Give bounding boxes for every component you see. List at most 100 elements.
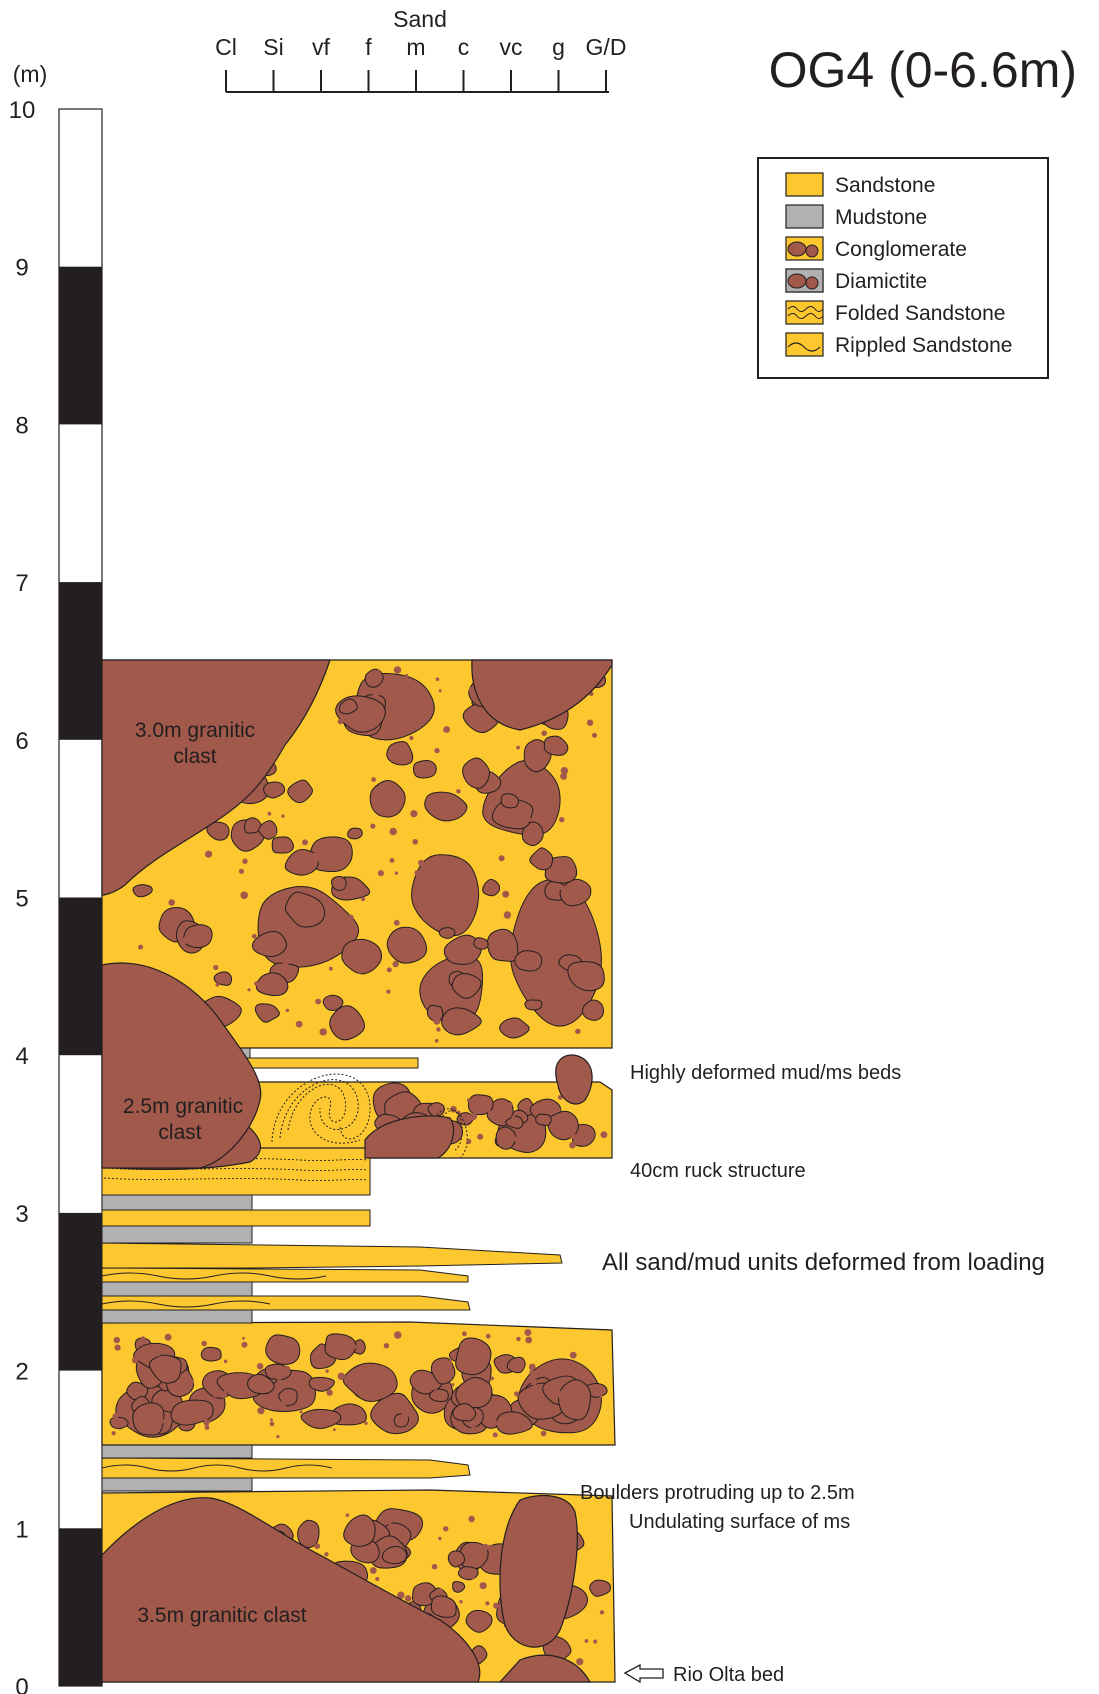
clast — [557, 1379, 592, 1421]
granule — [237, 1378, 246, 1386]
granule — [201, 1404, 209, 1411]
granule — [400, 1098, 405, 1104]
granule — [525, 1336, 533, 1344]
scale-tick-label: 4 — [15, 1043, 28, 1070]
clast — [495, 1126, 517, 1150]
scale-tick-label: 5 — [15, 886, 28, 913]
granule — [279, 1392, 286, 1399]
granule — [495, 1420, 501, 1426]
clast — [589, 1579, 611, 1597]
granule — [516, 745, 520, 750]
clast — [447, 1550, 466, 1568]
granule — [397, 1591, 405, 1599]
granule — [280, 1400, 287, 1406]
granule — [585, 1126, 591, 1132]
annotation-ruck: 40cm ruck structure — [630, 1160, 806, 1182]
grain-size-label: Cl — [215, 34, 237, 60]
granule — [345, 1513, 350, 1517]
granule — [412, 839, 419, 845]
scale-tick-label: 3 — [15, 1201, 28, 1228]
granule — [404, 1595, 412, 1602]
clast — [338, 698, 358, 715]
clast — [424, 791, 468, 822]
granule — [524, 815, 531, 823]
granule — [376, 789, 384, 798]
granule — [542, 1117, 551, 1125]
granule — [503, 911, 512, 919]
granule — [112, 1413, 119, 1420]
granule — [469, 1112, 478, 1121]
clast — [514, 950, 543, 972]
granule — [162, 1418, 168, 1425]
granule — [482, 1543, 489, 1551]
clast — [457, 1566, 479, 1581]
granule — [375, 1577, 380, 1581]
clast — [341, 938, 383, 975]
clast — [343, 1514, 376, 1547]
granule — [531, 925, 535, 930]
granule — [337, 853, 345, 861]
granule — [257, 1407, 265, 1415]
scale-tick-label: 8 — [15, 412, 28, 439]
granule — [389, 858, 395, 863]
clast — [132, 1402, 165, 1436]
granule — [546, 778, 553, 784]
loaded-sand-mud-units — [101, 1194, 563, 1324]
granule — [333, 1428, 336, 1432]
granule — [315, 998, 322, 1005]
granule — [549, 966, 553, 969]
legend-swatch — [785, 204, 824, 229]
granule — [599, 1610, 605, 1615]
clast — [308, 1376, 335, 1392]
clast — [581, 999, 605, 1021]
scale-tick-label: 7 — [15, 570, 28, 597]
granule — [393, 919, 400, 926]
clast — [247, 1373, 275, 1395]
granule — [394, 1331, 402, 1339]
legend-item: Folded Sandstone — [785, 300, 1005, 325]
annotation-undulating: Undulating surface of ms — [629, 1511, 850, 1533]
granule — [295, 1020, 303, 1028]
granule — [435, 677, 440, 681]
granule — [242, 1336, 245, 1340]
granule — [451, 1383, 455, 1387]
granule — [168, 899, 175, 906]
granule — [132, 1390, 138, 1395]
granule — [470, 1426, 477, 1433]
granule — [319, 1028, 327, 1036]
granule — [290, 932, 297, 939]
clast — [182, 924, 213, 949]
legend-label: Conglomerate — [835, 238, 967, 261]
clast — [254, 1003, 280, 1023]
legend-item: Sandstone — [785, 172, 935, 197]
granule — [223, 1359, 228, 1364]
legend-label: Diamictite — [835, 270, 927, 293]
clast — [263, 781, 286, 799]
middle-conglomerate-bed — [101, 1321, 616, 1446]
granule — [493, 1602, 500, 1609]
granule — [507, 1102, 513, 1108]
granule — [158, 1372, 163, 1376]
granule — [270, 830, 277, 837]
scale-tick-label: 0 — [15, 1674, 28, 1694]
clast — [329, 1005, 365, 1041]
granule — [160, 1356, 164, 1360]
granule — [539, 1104, 544, 1109]
granule — [393, 666, 402, 674]
scale-tick-label: 1 — [15, 1516, 28, 1543]
scale-bar-segment — [59, 266, 102, 425]
granule — [485, 1105, 491, 1111]
granule — [437, 1588, 442, 1593]
granule — [530, 1378, 538, 1386]
clast — [500, 793, 519, 809]
granule — [477, 1343, 481, 1347]
clast — [499, 1017, 530, 1039]
clast — [546, 1110, 579, 1141]
granule — [205, 850, 213, 858]
clast — [206, 821, 230, 841]
granule — [569, 1351, 577, 1359]
clast-labels: 3.0m granitic clast 2.5m granitic clast … — [123, 719, 307, 1627]
